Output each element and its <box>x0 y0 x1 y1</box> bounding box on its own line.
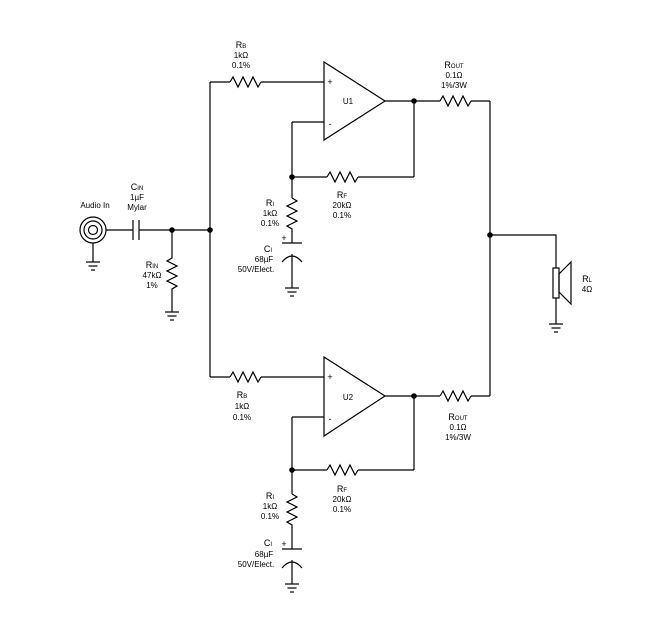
u2-rout-value-label: 0.1Ω <box>449 423 466 432</box>
u1-rout-value-label: 0.1Ω <box>445 71 462 80</box>
u1-label: U1 <box>343 97 354 106</box>
rin-name-label: RIN <box>146 260 159 270</box>
speaker-rl-symbol <box>552 260 572 306</box>
u2-plus-sign: + <box>327 372 332 382</box>
cin-value-label: 1µF <box>130 193 144 202</box>
u2-rb-resistor <box>229 370 262 384</box>
u1-ci-name-label: CI <box>264 244 273 254</box>
u1-ci-type-label: 50V/Elect. <box>238 265 274 274</box>
rin-value-label: 47kΩ <box>143 271 162 280</box>
cin-name-label: CIN <box>131 182 144 192</box>
u1-rf-resistor <box>326 170 359 184</box>
u1-rf-name-label: RF <box>337 190 348 200</box>
rin-resistor <box>165 230 179 312</box>
u2-ri-value-label: 1kΩ <box>263 502 277 511</box>
u2-ri-tol-label: 0.1% <box>261 512 279 521</box>
u1-minus-sign: - <box>329 119 332 129</box>
u1-rb-value-label: 1kΩ <box>234 51 248 60</box>
rin-tol-label: 1% <box>146 281 158 290</box>
u2-rout-name-label: ROUT <box>448 412 468 422</box>
u1-rf-value-label: 20kΩ <box>333 201 352 210</box>
cin-type-label: Mylar <box>127 203 147 212</box>
u2-ci-value-label: 68µF <box>255 550 274 559</box>
cin-capacitor <box>132 220 140 240</box>
u2-ci-plus-sign: + <box>281 539 286 549</box>
u2-rf-tol-label: 0.1% <box>333 505 351 514</box>
u1-rout-name-label: ROUT <box>444 60 464 70</box>
u1-opamp <box>323 60 387 142</box>
u2-ci-type-label: 50V/Elect. <box>238 560 274 569</box>
u1-rb-tol-label: 0.1% <box>232 61 250 70</box>
u1-ri-tol-label: 0.1% <box>261 219 279 228</box>
audio-in-label: Audio In <box>80 201 109 210</box>
u2-minus-sign: - <box>329 414 332 424</box>
u2-rb-tol-label: 0.1% <box>233 413 251 422</box>
u2-ci-capacitor <box>281 540 303 584</box>
u2-rout-rating-label: 1%/3W <box>445 433 471 442</box>
u2-ri-resistor <box>285 493 299 540</box>
u1-ri-value-label: 1kΩ <box>263 209 277 218</box>
u1-ri-resistor <box>285 197 299 243</box>
rin-ground-symbol <box>165 311 179 321</box>
rl-value-label: 4Ω <box>582 285 592 294</box>
u2-rout-resistor <box>439 389 472 403</box>
u1-ground-symbol <box>285 287 299 297</box>
u1-rout-rating-label: 1%/3W <box>441 81 467 90</box>
u2-ri-name-label: RI <box>266 491 275 501</box>
u2-rf-name-label: RF <box>337 484 348 494</box>
u1-ri-name-label: RI <box>266 198 275 208</box>
audio-in-ground-symbol <box>86 243 100 271</box>
u1-ci-plus-sign: + <box>281 233 286 243</box>
u2-ground-symbol <box>285 583 299 593</box>
speaker-ground-symbol <box>549 298 563 333</box>
u1-plus-sign: + <box>327 77 332 87</box>
u2-rf-value-label: 20kΩ <box>333 495 352 504</box>
u1-rf-tol-label: 0.1% <box>333 211 351 220</box>
audio-in-jack <box>79 216 107 244</box>
u1-rout-resistor <box>439 94 472 108</box>
u1-ci-capacitor <box>281 242 303 288</box>
u2-rb-name-label: RB <box>237 390 248 400</box>
u2-label: U2 <box>343 393 354 402</box>
u2-rb-value-label: 1kΩ <box>235 402 249 411</box>
u2-opamp <box>323 355 387 438</box>
u1-ci-value-label: 68µF <box>255 255 274 264</box>
u2-rf-resistor <box>326 463 359 477</box>
u1-rb-resistor <box>229 75 262 89</box>
u2-ci-name-label: CI <box>264 538 273 548</box>
rl-name-label: RL <box>582 274 593 284</box>
u1-rb-name-label: RB <box>236 40 247 50</box>
speaker-feed-wire <box>490 234 557 268</box>
